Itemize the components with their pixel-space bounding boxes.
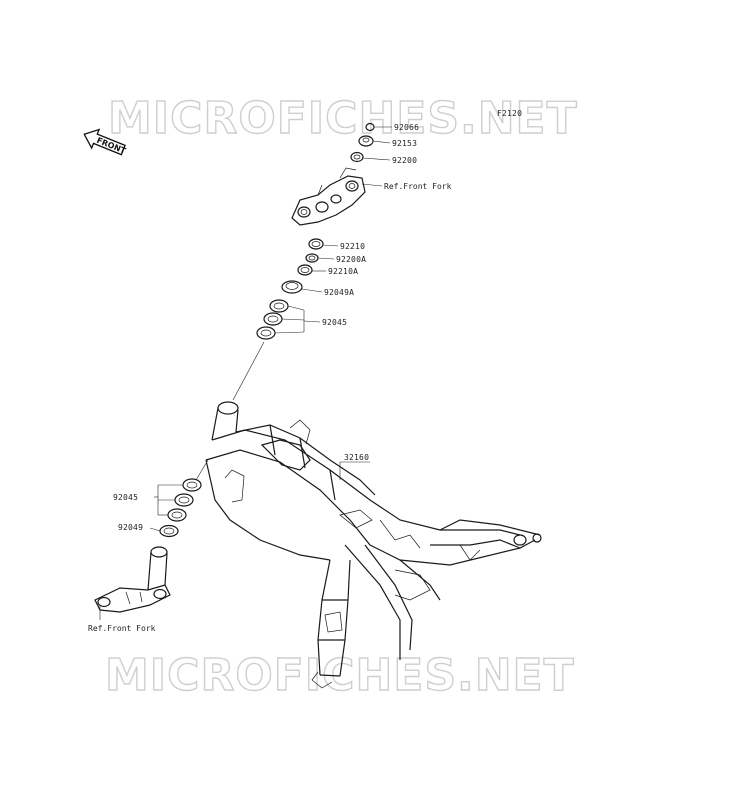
lower-axis-line — [195, 459, 209, 481]
part-92200-washer — [350, 151, 364, 163]
label-92210: 92210 — [340, 242, 365, 251]
main-frame — [205, 401, 542, 689]
part-92200A-washer — [305, 253, 319, 263]
ref-front-fork-upper: Ref.Front Fork — [384, 182, 452, 191]
label-92066: 92066 — [394, 123, 419, 132]
part-92210-nut — [308, 238, 324, 250]
part-92045-bearings-upper — [256, 299, 289, 340]
part-92210A-nut — [297, 264, 313, 276]
label-92045-upper: 92045 — [322, 318, 347, 327]
diagram-code: F2120 — [497, 109, 522, 118]
label-92049A: 92049A — [324, 288, 354, 297]
watermark-top: MICROFICHES.NET — [108, 93, 578, 144]
label-32160: 32160 — [344, 453, 369, 462]
part-92049A-seal — [281, 280, 303, 294]
label-92153: 92153 — [392, 139, 417, 148]
steering-axis-line — [232, 341, 265, 401]
label-92045-lower: 92045 — [113, 493, 138, 502]
label-92210A: 92210A — [328, 267, 358, 276]
label-92200: 92200 — [392, 156, 417, 165]
part-92049-seal — [159, 524, 179, 538]
label-92049: 92049 — [118, 523, 143, 532]
label-92200A: 92200A — [336, 255, 366, 264]
ref-front-fork-lower: Ref.Front Fork — [88, 624, 156, 633]
lower-steering-stem — [94, 546, 171, 613]
upper-triple-clamp — [291, 167, 366, 226]
leader-lines — [99, 126, 392, 620]
